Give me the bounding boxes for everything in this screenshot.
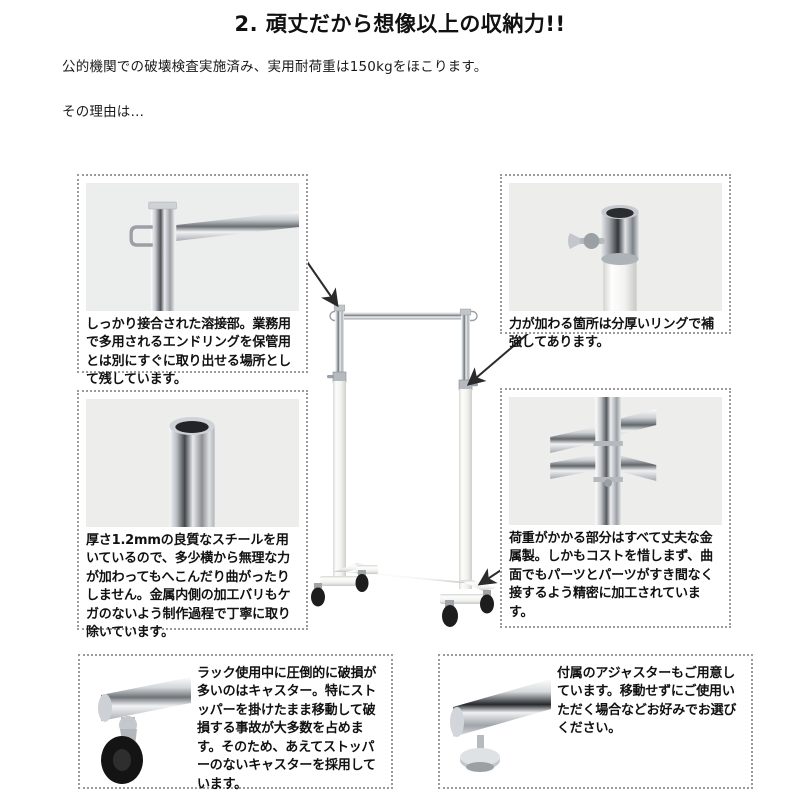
lead-paragraph-2: その理由は… [62,104,145,120]
panel-caption-steel-thickness: 厚さ1.2mmの良質なスチールを用いているので、多少横から無理な力が加わってもへ… [86,533,291,641]
page-title: 2. 頑丈だから想像以上の収納力!! [234,12,566,36]
steel-tube-photo [86,399,299,527]
welded-joint-illustration [86,183,299,311]
adjuster-photo [447,663,551,784]
hanger-rack-illustration [311,304,496,627]
panel-caption-caster: ラック使用中に圧倒的に破損が多いのはキャスター。特にストッパーを掛けたまま移動し… [197,666,377,792]
hanger-rack-photo [300,280,500,650]
caster-wheel [311,583,325,607]
welded-joint-photo [86,183,299,311]
feature-panel-welded-joint: しっかり接合された溶接部。業務用で多用されるエンドリングを保管用とは別にすぐに取… [77,174,308,387]
caster-wheel [355,570,369,592]
reinforcement-ring-photo [509,183,722,311]
feature-panel-caster: ラック使用中に圧倒的に破損が多いのはキャスター。特にストッパーを掛けたまま移動し… [78,654,393,792]
base-joint-photo [509,397,722,525]
feature-panel-reinforcement-ring: 力が加わる箇所は分厚いリングで補強してあります。 [500,174,731,350]
panel-caption-welded-joint: しっかり接合された溶接部。業務用で多用されるエンドリングを保管用とは別にすぐに取… [86,317,291,388]
caster-wheel [480,590,494,614]
caster-illustration [87,663,191,784]
steel-tube-illustration [86,399,299,527]
panel-caption-adjuster: 付属のアジャスターもご用意しています。移動せずにご使用いただく場合などお好みでお… [557,666,737,737]
lead-paragraph-1: 公的機関での破壊検査実施済み、実用耐荷重は150kgをほこります。 [62,59,488,75]
feature-panel-steel-thickness: 厚さ1.2mmの良質なスチールを用いているので、多少横から無理な力が加わってもへ… [77,390,308,640]
panel-caption-reinforcement-ring: 力が加わる箇所は分厚いリングで補強してあります。 [509,317,714,351]
panel-caption-metal-parts: 荷重がかかる部分はすべて丈夫な金属製。しかもコストを惜しまず、曲面でもパーツとパ… [509,531,714,620]
feature-panel-adjuster: 付属のアジャスターもご用意しています。移動せずにご使用いただく場合などお好みでお… [438,654,753,789]
reinforcement-ring-illustration [509,183,722,311]
base-joint-illustration [509,397,722,525]
wing-knob-icon [567,233,606,249]
feature-panel-metal-parts: 荷重がかかる部分はすべて丈夫な金属製。しかもコストを惜しまず、曲面でもパーツとパ… [500,388,731,628]
adjuster-illustration [447,663,551,784]
caster-wheel [442,600,458,627]
caster-photo [87,663,191,784]
